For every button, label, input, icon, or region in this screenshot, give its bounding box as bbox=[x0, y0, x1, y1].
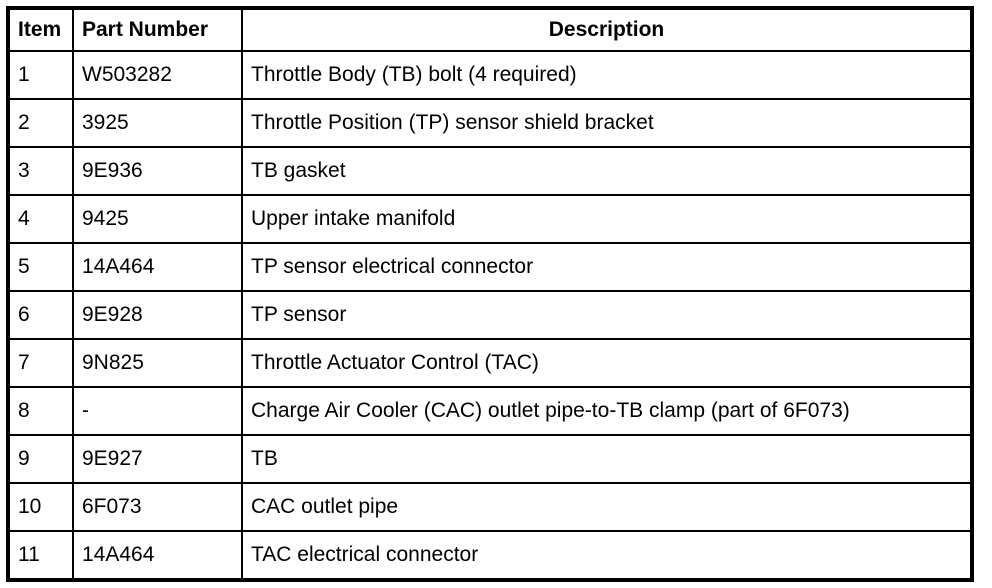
part-number-cell: 9E936 bbox=[72, 146, 243, 196]
item-cell: 2 bbox=[7, 98, 74, 148]
table-row: 7 9N825 Throttle Actuator Control (TAC) bbox=[7, 338, 973, 388]
parts-table: Item Part Number Description 1 W503282 T… bbox=[6, 6, 974, 582]
item-cell: 10 bbox=[7, 482, 74, 532]
part-number-cell: 6F073 bbox=[72, 482, 243, 532]
description-cell: CAC outlet pipe bbox=[241, 482, 973, 532]
table-row: 11 14A464 TAC electrical connector bbox=[7, 530, 973, 581]
part-number-cell: 9E927 bbox=[72, 434, 243, 484]
item-cell: 8 bbox=[7, 386, 74, 436]
table-row: 1 W503282 Throttle Body (TB) bolt (4 req… bbox=[7, 50, 973, 100]
table-row: 9 9E927 TB bbox=[7, 434, 973, 484]
description-cell: TAC electrical connector bbox=[241, 530, 973, 581]
description-cell: TP sensor bbox=[241, 290, 973, 340]
item-cell: 5 bbox=[7, 242, 74, 292]
table-row: 6 9E928 TP sensor bbox=[7, 290, 973, 340]
part-number-cell: 14A464 bbox=[72, 242, 243, 292]
description-cell: Upper intake manifold bbox=[241, 194, 973, 244]
description-cell: TB bbox=[241, 434, 973, 484]
description-cell: TB gasket bbox=[241, 146, 973, 196]
table-row: 5 14A464 TP sensor electrical connector bbox=[7, 242, 973, 292]
part-number-cell: 9425 bbox=[72, 194, 243, 244]
table-row: 8 - Charge Air Cooler (CAC) outlet pipe-… bbox=[7, 386, 973, 436]
header-item: Item bbox=[7, 7, 74, 52]
item-cell: 9 bbox=[7, 434, 74, 484]
table-row: 10 6F073 CAC outlet pipe bbox=[7, 482, 973, 532]
header-part-number: Part Number bbox=[72, 7, 243, 52]
description-cell: Throttle Actuator Control (TAC) bbox=[241, 338, 973, 388]
part-number-cell: 14A464 bbox=[72, 530, 243, 581]
item-cell: 11 bbox=[7, 530, 74, 581]
description-cell: Throttle Position (TP) sensor shield bra… bbox=[241, 98, 973, 148]
item-cell: 6 bbox=[7, 290, 74, 340]
description-cell: TP sensor electrical connector bbox=[241, 242, 973, 292]
item-cell: 4 bbox=[7, 194, 74, 244]
item-cell: 1 bbox=[7, 50, 74, 100]
part-number-cell: 3925 bbox=[72, 98, 243, 148]
table-row: 3 9E936 TB gasket bbox=[7, 146, 973, 196]
item-cell: 3 bbox=[7, 146, 74, 196]
part-number-cell: 9N825 bbox=[72, 338, 243, 388]
table-row: 4 9425 Upper intake manifold bbox=[7, 194, 973, 244]
description-cell: Charge Air Cooler (CAC) outlet pipe-to-T… bbox=[241, 386, 973, 436]
item-cell: 7 bbox=[7, 338, 74, 388]
description-cell: Throttle Body (TB) bolt (4 required) bbox=[241, 50, 973, 100]
header-description: Description bbox=[241, 7, 973, 52]
table-row: 2 3925 Throttle Position (TP) sensor shi… bbox=[7, 98, 973, 148]
table-header-row: Item Part Number Description bbox=[7, 7, 973, 52]
part-number-cell: 9E928 bbox=[72, 290, 243, 340]
part-number-cell: W503282 bbox=[72, 50, 243, 100]
table-body: 1 W503282 Throttle Body (TB) bolt (4 req… bbox=[7, 50, 973, 581]
part-number-cell: - bbox=[72, 386, 243, 436]
